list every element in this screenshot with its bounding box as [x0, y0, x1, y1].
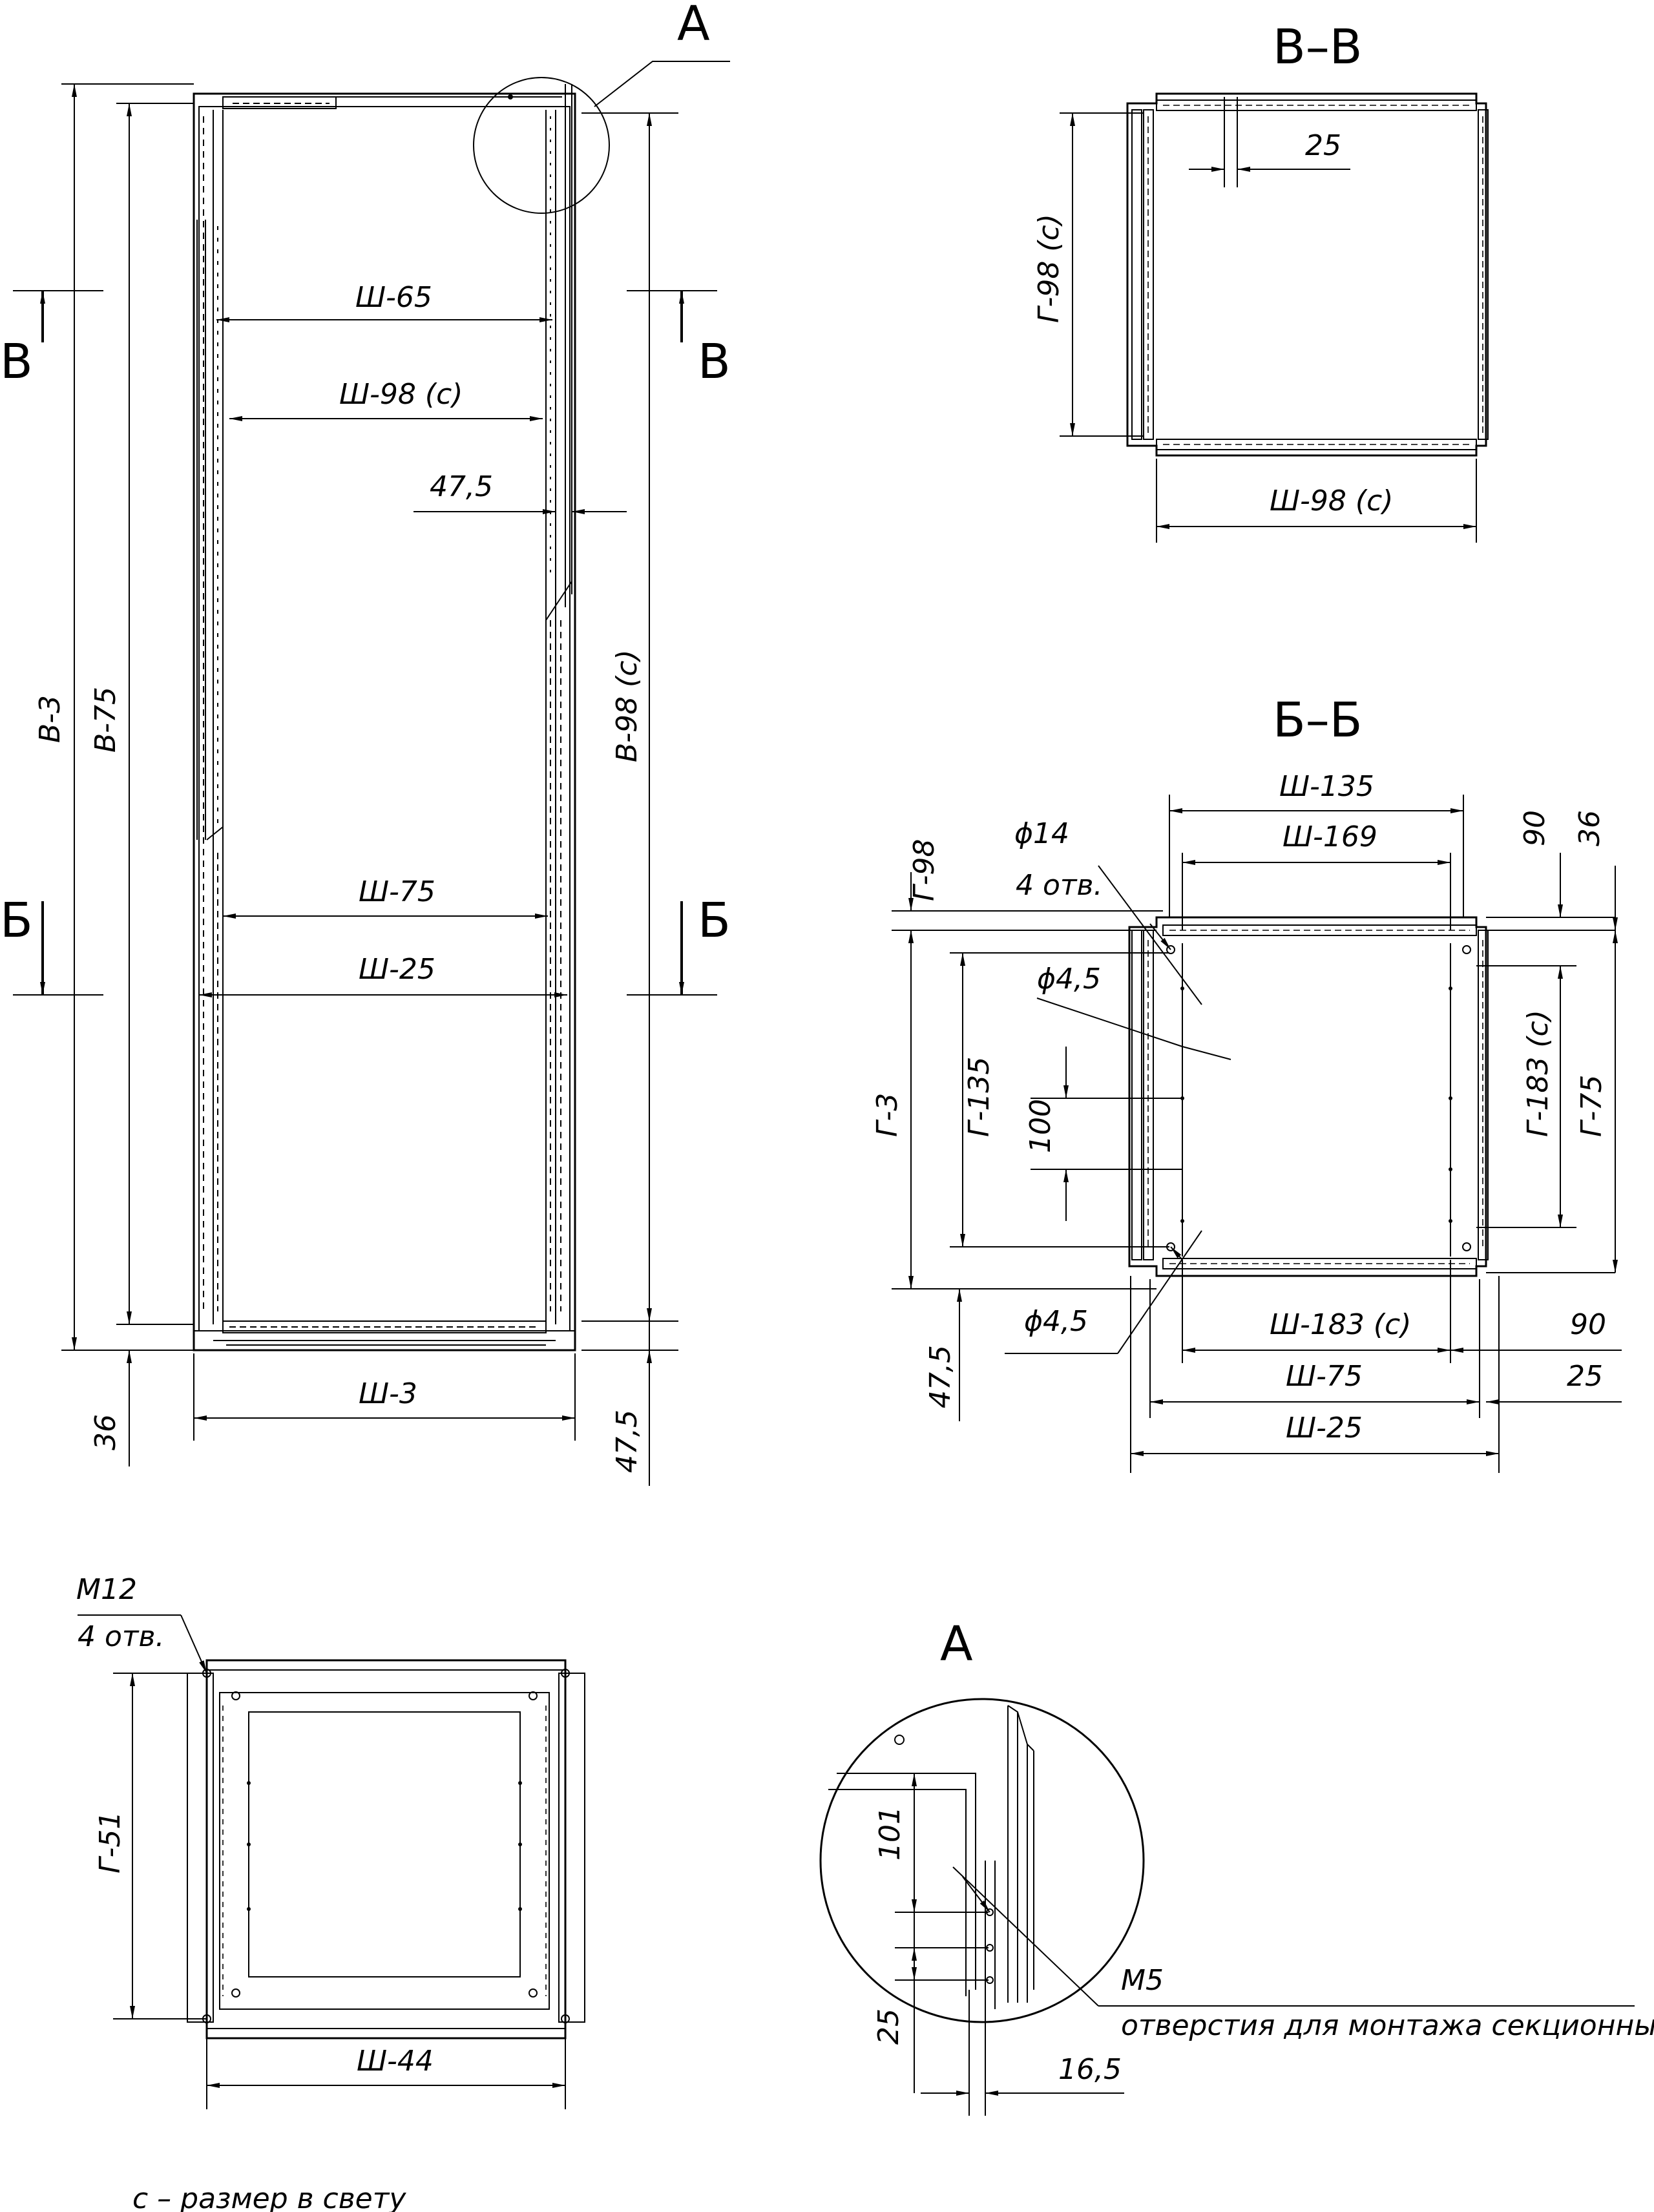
svg-text:25: 25 [1567, 1360, 1603, 1393]
detail-a-circle [819, 1698, 1145, 2023]
svg-text:Г-75: Г-75 [1575, 1075, 1608, 1137]
section-bb-left: Б [0, 893, 33, 948]
svg-text:47,5: 47,5 [924, 1345, 957, 1408]
section-bb-right: Б [698, 893, 731, 948]
svg-text:Ш-44: Ш-44 [357, 2045, 434, 2078]
front-view: А В В Б Б Ш-65 Ш-98 (с) 47,5 Ш-75 Ш-25 Ш… [0, 0, 731, 1486]
detail-a-view: А 101 25 М5 отверстия для монтажа секцио… [819, 1616, 1654, 2116]
svg-text:Г-51: Г-51 [94, 1811, 127, 1873]
svg-text:Г-98: Г-98 [908, 839, 941, 901]
svg-text:Ш-98 (с): Ш-98 (с) [1270, 485, 1393, 517]
svg-text:В-3: В-3 [34, 695, 67, 743]
section-bb-title: В–В [1273, 19, 1363, 75]
svg-text:М5: М5 [1121, 1964, 1164, 1997]
section-bb-view: В–В 25 Г-98 (с) Ш-98 (с) [1032, 19, 1489, 543]
svg-text:Ш-65: Ш-65 [355, 281, 432, 314]
svg-text:ϕ14: ϕ14 [1014, 817, 1069, 850]
svg-text:36: 36 [1573, 810, 1606, 846]
svg-text:Ш-3: Ш-3 [359, 1377, 417, 1410]
svg-text:Ш-75: Ш-75 [1286, 1360, 1363, 1393]
svg-text:4 отв.: 4 отв. [78, 1620, 164, 1653]
right-perforation [550, 116, 561, 1311]
cabinet-frame [193, 92, 576, 1351]
svg-text:Г-135: Г-135 [963, 1057, 996, 1137]
svg-text:ϕ4,5: ϕ4,5 [1037, 963, 1101, 996]
svg-text:Ш-135: Ш-135 [1279, 770, 1374, 803]
svg-text:Ш-75: Ш-75 [359, 875, 435, 908]
svg-text:В-75: В-75 [89, 687, 122, 753]
svg-text:16,5: 16,5 [1058, 2053, 1122, 2086]
base-plinth [205, 1659, 567, 2040]
left-perforation [203, 116, 218, 1311]
svg-text:90: 90 [1518, 810, 1551, 846]
callout-a-label: А [677, 0, 710, 52]
section-b-right: В [698, 334, 731, 390]
svg-text:101: 101 [874, 1806, 906, 1861]
section-b-b-title: Б–Б [1273, 693, 1363, 748]
svg-text:90: 90 [1570, 1308, 1606, 1341]
svg-text:25: 25 [872, 2009, 905, 2045]
svg-text:Ш-183 (с): Ш-183 (с) [1270, 1308, 1411, 1341]
svg-text:25: 25 [1305, 129, 1341, 162]
footnote: с – размер в свету [132, 2182, 406, 2212]
svg-text:ϕ4,5: ϕ4,5 [1024, 1305, 1088, 1338]
svg-text:4 отв.: 4 отв. [1016, 869, 1102, 902]
svg-text:47,5: 47,5 [430, 470, 493, 503]
svg-text:В-98 (с): В-98 (с) [611, 649, 644, 762]
svg-text:100: 100 [1024, 1099, 1057, 1153]
svg-text:Ш-25: Ш-25 [1286, 1412, 1363, 1445]
svg-text:М12: М12 [76, 1573, 137, 1606]
detail-a-title: А [940, 1616, 973, 1672]
svg-text:Ш-169: Ш-169 [1282, 820, 1377, 853]
svg-text:Г-98 (с): Г-98 (с) [1032, 214, 1065, 323]
svg-text:47,5: 47,5 [611, 1410, 644, 1473]
base-view: М12 4 отв. Г-51 Ш-44 [76, 1573, 585, 2109]
section-b-b-view: Б–Б Ш-135 Ш-169 ϕ14 4 отв. [871, 693, 1622, 1473]
section-b-left: В [0, 334, 33, 390]
detail-a-note: отверстия для монтажа секционных дверей [1121, 2009, 1654, 2042]
svg-text:Г-3: Г-3 [871, 1093, 904, 1137]
svg-text:36: 36 [89, 1414, 122, 1450]
svg-text:Г-183 (с): Г-183 (с) [1522, 1010, 1555, 1137]
svg-text:Ш-98 (с): Ш-98 (с) [339, 378, 463, 411]
svg-text:Ш-25: Ш-25 [359, 953, 435, 986]
detail-a-callout-circle [473, 77, 610, 214]
